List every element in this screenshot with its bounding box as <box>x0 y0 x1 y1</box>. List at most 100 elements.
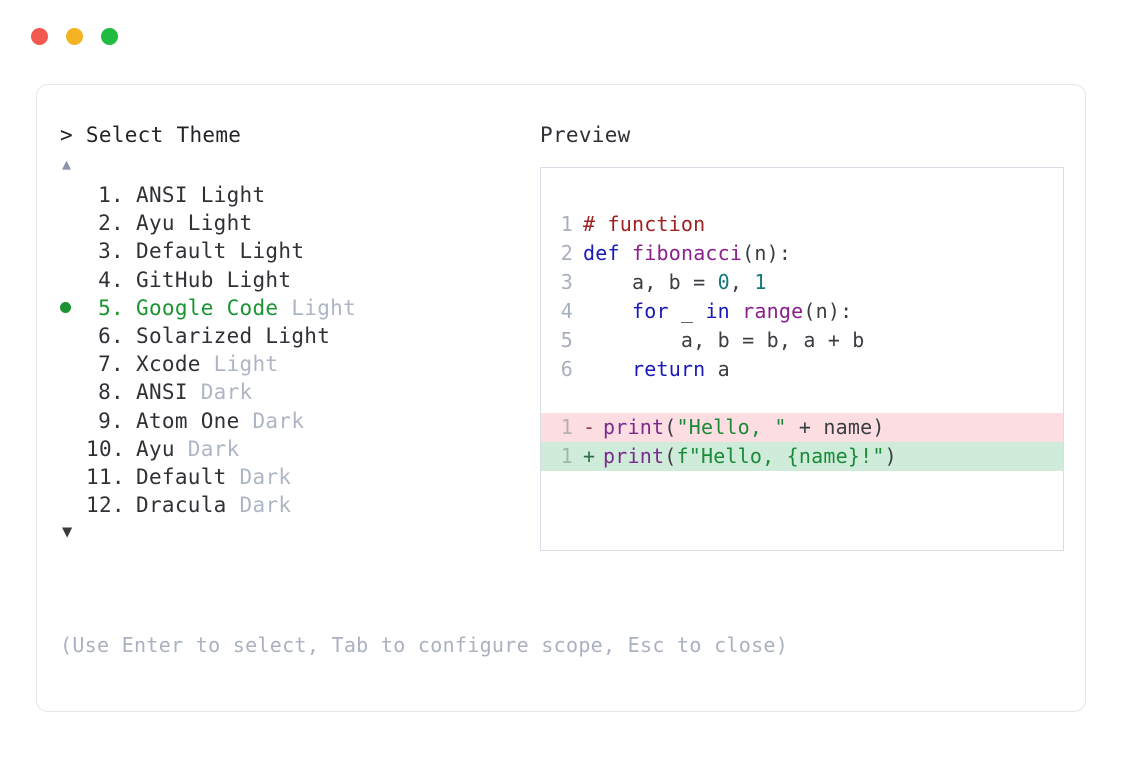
code-line-text: a, b = 0, 1 <box>583 268 767 297</box>
line-number: 1 <box>560 212 573 236</box>
diff-marker: + <box>583 444 596 468</box>
page-title-label: Select Theme <box>85 123 242 147</box>
code-line-text: for _ in range(n): <box>583 297 852 326</box>
code-token-number: 1 <box>754 270 767 294</box>
code-token-plain <box>620 241 632 265</box>
theme-list-item[interactable]: 10.Ayu Dark <box>60 435 530 463</box>
bullet-placeholder <box>60 463 86 491</box>
code-line: 1 # function <box>541 210 1063 239</box>
scroll-down-icon[interactable]: ▼ <box>62 522 73 543</box>
theme-item-index: 10. <box>86 436 125 461</box>
theme-list-item[interactable]: 9.Atom One Dark <box>60 407 530 435</box>
bullet-placeholder <box>60 407 86 435</box>
code-token-plain: a <box>705 357 730 381</box>
bullet-placeholder <box>60 435 86 463</box>
theme-item-variant: Dark <box>239 408 305 433</box>
bullet-placeholder <box>60 181 86 209</box>
theme-item-variant: Dark <box>226 493 292 518</box>
code-token-string: "Hello, " <box>676 415 787 439</box>
code-token-plain <box>583 357 632 381</box>
theme-item-name: ANSI Light <box>136 183 266 207</box>
code-token-plain: + name <box>786 415 873 439</box>
theme-list-item[interactable]: 8. ANSI Dark <box>60 378 530 406</box>
diff-line-add: 1 + print(f"Hello, {name}!") <box>541 442 1063 471</box>
theme-list-item[interactable]: 5. Google Code Light <box>60 294 530 322</box>
theme-item-index: 7. <box>98 352 124 377</box>
bullet-placeholder <box>60 209 86 237</box>
theme-list-item[interactable]: 4. GitHub Light <box>60 266 530 294</box>
bullet-placeholder <box>60 322 86 350</box>
code-token-punct: ( <box>664 444 677 468</box>
theme-list-item[interactable]: 2.Ayu Light <box>60 209 530 237</box>
code-token-plain <box>583 299 632 323</box>
theme-item-variant: Light <box>278 295 357 320</box>
code-token-keyword: return <box>631 357 706 381</box>
theme-item-variant: Light <box>200 352 279 377</box>
window-titlebar <box>0 0 1129 72</box>
code-blank-line <box>541 384 1063 413</box>
theme-item-variant: Dark <box>187 380 253 405</box>
theme-list-item[interactable]: 11.Default Dark <box>60 463 530 491</box>
prompt-caret-icon: > <box>60 123 73 147</box>
theme-list-item[interactable]: 3. Default Light <box>60 237 530 265</box>
code-token-punct: ) <box>872 415 885 439</box>
theme-list-item[interactable]: 7. Xcode Light <box>60 350 530 378</box>
theme-list-item[interactable]: 1.ANSI Light <box>60 181 530 209</box>
close-icon[interactable] <box>31 27 48 45</box>
theme-item-name: Xcode <box>136 352 201 377</box>
theme-item-index: 6. <box>98 323 124 348</box>
code-token-func: fibonacci <box>631 241 743 265</box>
code-line: 2 def fibonacci(n): <box>541 239 1063 268</box>
theme-item-index: 9. <box>98 408 124 433</box>
diff-line-text: print(f"Hello, {name}!") <box>603 442 897 471</box>
theme-item-name: Default Light <box>136 239 305 264</box>
code-token-plain: a, b = <box>583 270 718 294</box>
theme-item-name: GitHub Light <box>136 267 292 292</box>
theme-item-index: 5. <box>98 295 124 320</box>
theme-item-index: 11. <box>86 464 125 489</box>
theme-item-name: Ayu <box>136 436 175 461</box>
theme-item-name: Google Code <box>136 295 279 320</box>
theme-item-index: 3. <box>98 239 124 264</box>
diff-marker: - <box>583 415 596 439</box>
theme-list-item[interactable]: 6.Solarized Light <box>60 322 530 350</box>
code-token-plain: _ <box>668 299 706 323</box>
diff-line-number: 1 <box>560 444 573 468</box>
theme-item-name: Ayu Light <box>136 211 253 236</box>
code-line: 4 for _ in range(n): <box>541 297 1063 326</box>
code-token-builtin: print <box>603 415 665 439</box>
bullet-placeholder <box>60 237 86 265</box>
bullet-placeholder <box>60 350 86 378</box>
theme-item-index: 4. <box>98 267 124 292</box>
code-token-builtin: print <box>603 444 665 468</box>
theme-item-name: Dracula <box>136 493 227 518</box>
line-number: 6 <box>560 357 573 381</box>
code-token-plain <box>730 299 742 323</box>
theme-item-name: ANSI <box>136 380 188 405</box>
theme-item-name: Default <box>136 464 227 489</box>
code-line-text: def fibonacci(n): <box>583 239 791 268</box>
code-token-keyword: in <box>705 299 730 323</box>
theme-item-index: 8. <box>98 380 124 405</box>
line-number: 4 <box>560 299 573 323</box>
theme-list-item[interactable]: 12.Dracula Dark <box>60 491 530 519</box>
maximize-icon[interactable] <box>101 27 118 45</box>
code-token-number: 0 <box>717 270 730 294</box>
code-token-comment: # function <box>583 212 706 236</box>
code-token-keyword: for <box>631 299 669 323</box>
bullet-placeholder <box>60 378 86 406</box>
code-line: 6 return a <box>541 355 1063 384</box>
keyboard-hint: (Use Enter to select, Tab to configure s… <box>60 633 789 657</box>
code-token-plain: , <box>729 270 755 294</box>
code-line: 3 a, b = 0, 1 <box>541 268 1063 297</box>
line-number: 2 <box>560 241 573 265</box>
line-number: 3 <box>560 270 573 294</box>
code-line: 5 a, b = b, a + b <box>541 326 1063 355</box>
line-number: 5 <box>560 328 573 352</box>
minimize-icon[interactable] <box>66 27 83 45</box>
scroll-up-icon[interactable]: ▲ <box>62 155 72 173</box>
code-token-plain: a, b = b, a + b <box>583 328 865 352</box>
